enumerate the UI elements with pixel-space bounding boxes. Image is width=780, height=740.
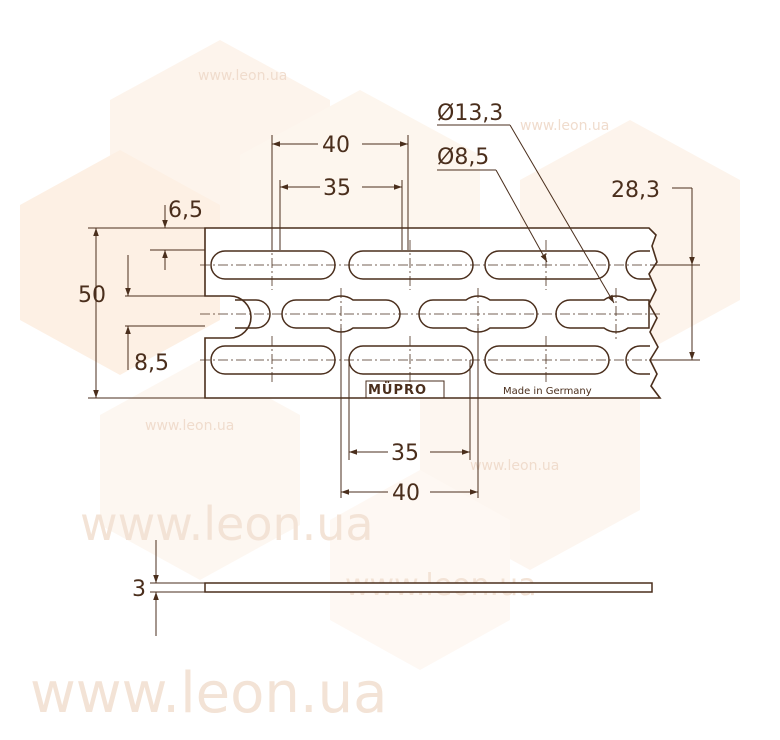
brand-logo-frame [365, 380, 445, 399]
dimension-right [650, 187, 700, 361]
watermark-hexagon [20, 150, 220, 375]
dimension-overall-height: 50 [78, 283, 106, 308]
slot-row-middle [235, 295, 650, 333]
made-in-label: Made in Germany [503, 386, 592, 397]
dimension-thickness-value: 3 [132, 577, 146, 602]
diameter-leaders [437, 124, 615, 304]
dimension-diameter-large: Ø13,3 [437, 101, 503, 126]
brand-logo: MÜPRO [368, 382, 427, 398]
watermark-hexagon [330, 470, 510, 670]
center-lines [200, 240, 660, 385]
dimension-left-small: 8,5 [134, 351, 169, 376]
dimension-right-height: 28,3 [611, 178, 660, 203]
plate-side-profile [204, 582, 653, 593]
leader-line [495, 169, 548, 263]
dimension-thickness [150, 540, 205, 636]
watermark-text-small: www.leon.ua [470, 458, 559, 474]
watermark-hexagon [100, 360, 300, 580]
dimension-top-inner: 35 [323, 176, 351, 201]
dimension-bottom [340, 328, 479, 498]
watermark-text-small: www.leon.ua [520, 118, 609, 134]
keyhole-slot [281, 295, 401, 333]
slot-partial [625, 345, 650, 375]
dimension-top [271, 135, 409, 250]
plate-outline [204, 227, 662, 399]
dimension-bottom-inner: 35 [391, 441, 419, 466]
dimension-left-offset: 6,5 [168, 198, 203, 223]
keyhole-slot [555, 295, 650, 333]
watermark-text-small: www.leon.ua [145, 418, 234, 434]
slot-end-left [235, 299, 271, 329]
dimension-diameter-small: Ø8,5 [437, 145, 489, 170]
leader-line [509, 124, 615, 304]
dimension-bottom-outer: 40 [392, 481, 420, 506]
watermark-text-large: www.leon.ua [80, 497, 374, 551]
slot-partial [625, 250, 650, 280]
watermark-text-large: www.leon.ua [30, 661, 387, 726]
side-view [204, 582, 653, 593]
dimension-top-outer: 40 [322, 133, 350, 158]
dimension-left [88, 205, 205, 399]
keyhole-slot [418, 295, 538, 333]
watermark-text-small: www.leon.ua [198, 68, 287, 84]
